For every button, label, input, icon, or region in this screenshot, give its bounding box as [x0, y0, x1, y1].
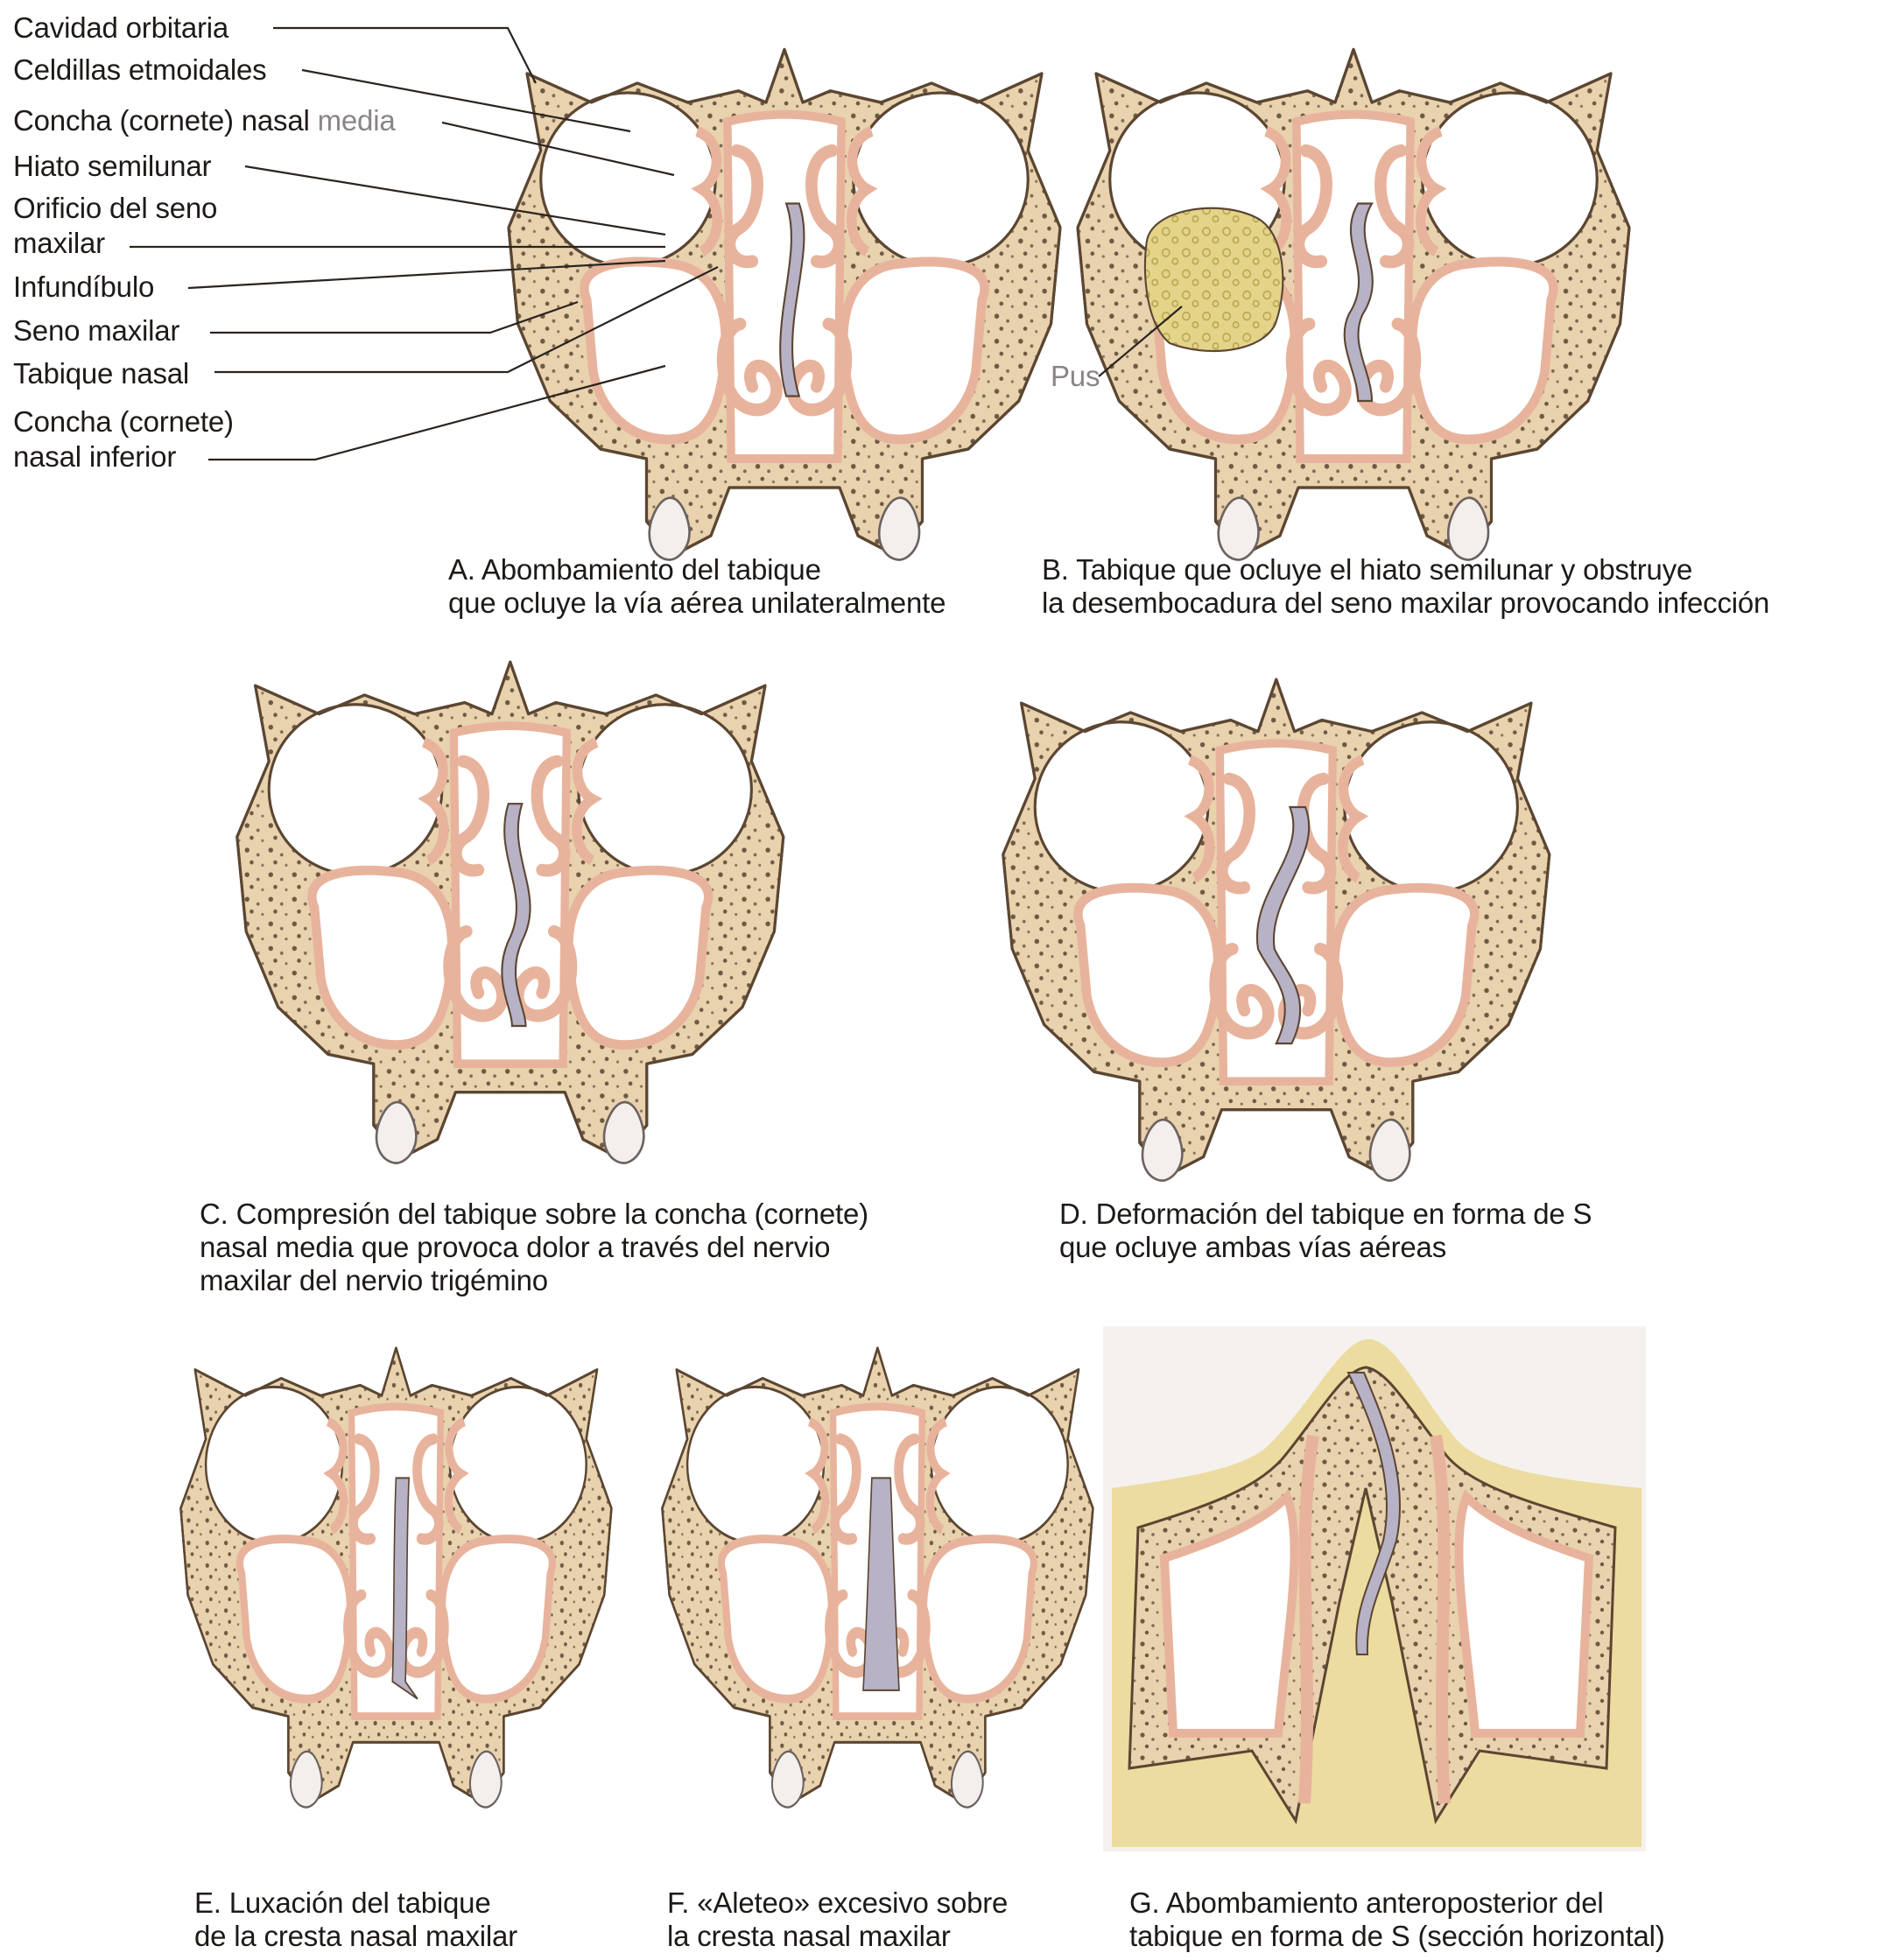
caption-g: G. Abombamiento anteroposterior del tabi… — [1129, 1886, 1665, 1953]
label-tabique-nasal: Tabique nasal — [13, 356, 189, 391]
caption-b: B. Tabique que ocluye el hiato semilunar… — [1042, 553, 1769, 620]
caption-a: A. Abombamiento del tabique que ocluye l… — [448, 553, 946, 620]
label-cavidad-orbitaria: Cavidad orbitaria — [13, 11, 228, 46]
label-concha-inferior: Concha (cornete) nasal inferior — [13, 404, 234, 474]
label-concha-media: Concha (cornete) nasal media — [13, 103, 395, 138]
label-pus: Pus — [1051, 359, 1100, 394]
caption-c: C. Compresión del tabique sobre la conch… — [200, 1198, 868, 1297]
label-seno-maxilar: Seno maxilar — [13, 313, 179, 348]
caption-e: E. Luxación del tabique de la cresta nas… — [194, 1886, 517, 1953]
panel-g-horizontal-section — [1103, 1326, 1646, 1851]
label-orificio-seno-maxilar: Orificio del seno maxilar — [13, 191, 217, 261]
caption-d: D. Deformación del tabique en forma de S… — [1059, 1198, 1592, 1264]
caption-f: F. «Aleteo» excesivo sobre la cresta nas… — [667, 1886, 1008, 1953]
label-celdillas-etmoidales: Celdillas etmoidales — [13, 53, 266, 88]
label-infundibulo: Infundíbulo — [13, 270, 154, 305]
label-hiato-semilunar: Hiato semilunar — [13, 149, 211, 184]
